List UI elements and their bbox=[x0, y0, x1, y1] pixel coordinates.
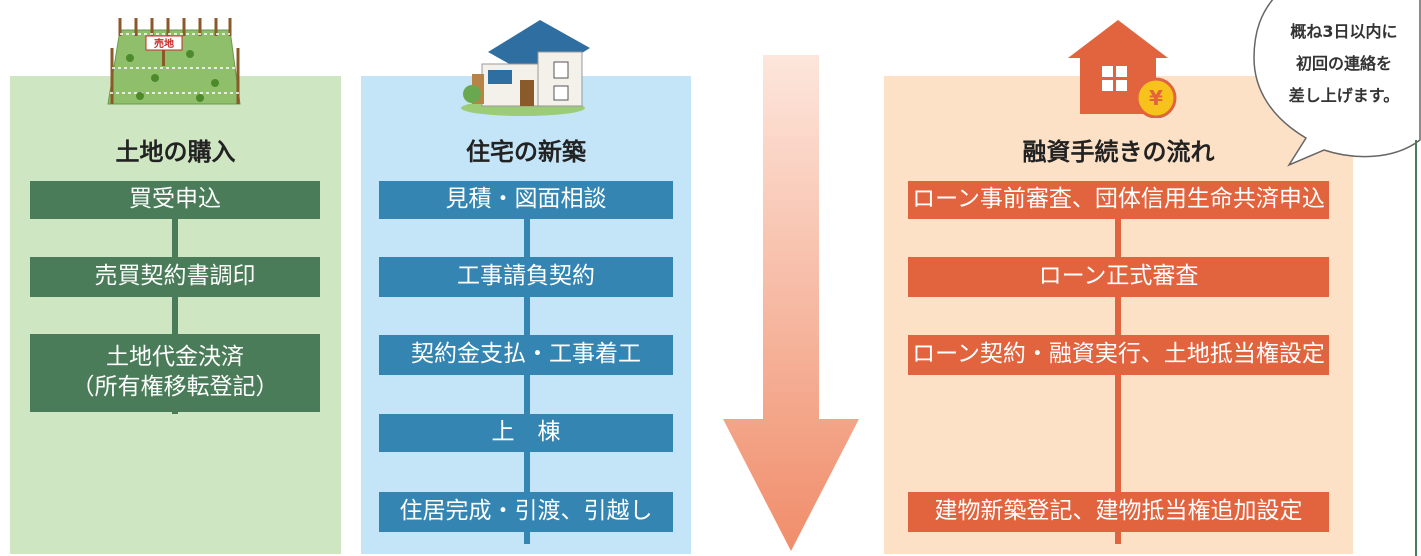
land-step-application: 買受申込 bbox=[30, 181, 320, 219]
loan-house-icon: ¥ bbox=[1068, 20, 1177, 118]
land-purchase-title: 土地の購入 bbox=[115, 138, 236, 166]
house-construction-title: 住宅の新築 bbox=[466, 138, 586, 166]
land-plot-illustration: 売地 bbox=[107, 18, 241, 105]
house-construction-panel: 住宅の新築 見積・図面相談 工事請負契約 契約金支払・工事着工 上 棟 住居完成… bbox=[361, 76, 691, 554]
house-step-completion-handover: 住居完成・引渡、引越し bbox=[379, 492, 673, 532]
land-step-contract-signing: 売買契約書調印 bbox=[30, 257, 320, 297]
loan-step-contract-execution: ローン契約・融資実行、土地抵当権設定 bbox=[908, 335, 1329, 375]
land-step-payment-line: 土地代金決済 bbox=[106, 344, 244, 371]
land-flow-connector bbox=[172, 214, 178, 414]
loan-procedure-title: 融資手続きの流れ bbox=[1022, 138, 1215, 166]
right-edge-line bbox=[1415, 140, 1417, 556]
bubble-line-1: 概ね3日以内に bbox=[1290, 22, 1398, 41]
loan-flow-connector bbox=[1115, 214, 1121, 544]
loan-procedure-panel: 融資手続きの流れ ローン事前審査、団体信用生命共済申込 ローン正式審査 ローン契… bbox=[884, 76, 1353, 554]
house-illustration bbox=[461, 20, 590, 116]
land-purchase-panel: 土地の購入 買受申込 売買契約書調印 土地代金決済 （所有権移転登記） bbox=[10, 76, 341, 554]
loan-step-formal-review: ローン正式審査 bbox=[908, 257, 1329, 297]
land-sign-text: 売地 bbox=[154, 37, 174, 50]
bubble-line-3: 差し上げます。 bbox=[1288, 86, 1400, 105]
yen-icon: ¥ bbox=[1149, 86, 1163, 110]
house-step-construction-contract: 工事請負契約 bbox=[379, 257, 673, 297]
loan-step-building-registration: 建物新築登記、建物抵当権追加設定 bbox=[908, 492, 1329, 532]
house-step-estimate-consultation: 見積・図面相談 bbox=[379, 181, 673, 219]
land-step-payment-settlement: 土地代金決済 （所有権移転登記） bbox=[30, 334, 320, 412]
loan-step-preliminary-review: ローン事前審査、団体信用生命共済申込 bbox=[908, 181, 1329, 219]
timeline-down-arrow bbox=[723, 55, 859, 551]
bubble-line-2: 初回の連絡を bbox=[1295, 54, 1392, 73]
house-flow-connector bbox=[524, 214, 530, 544]
land-step-registration-line: （所有権移転登記） bbox=[71, 374, 279, 400]
contact-speech-bubble: 概ね3日以内に 初回の連絡を 差し上げます。 bbox=[1234, 0, 1421, 175]
house-step-payment-start: 契約金支払・工事着工 bbox=[379, 335, 673, 375]
house-step-framing: 上 棟 bbox=[379, 414, 673, 452]
